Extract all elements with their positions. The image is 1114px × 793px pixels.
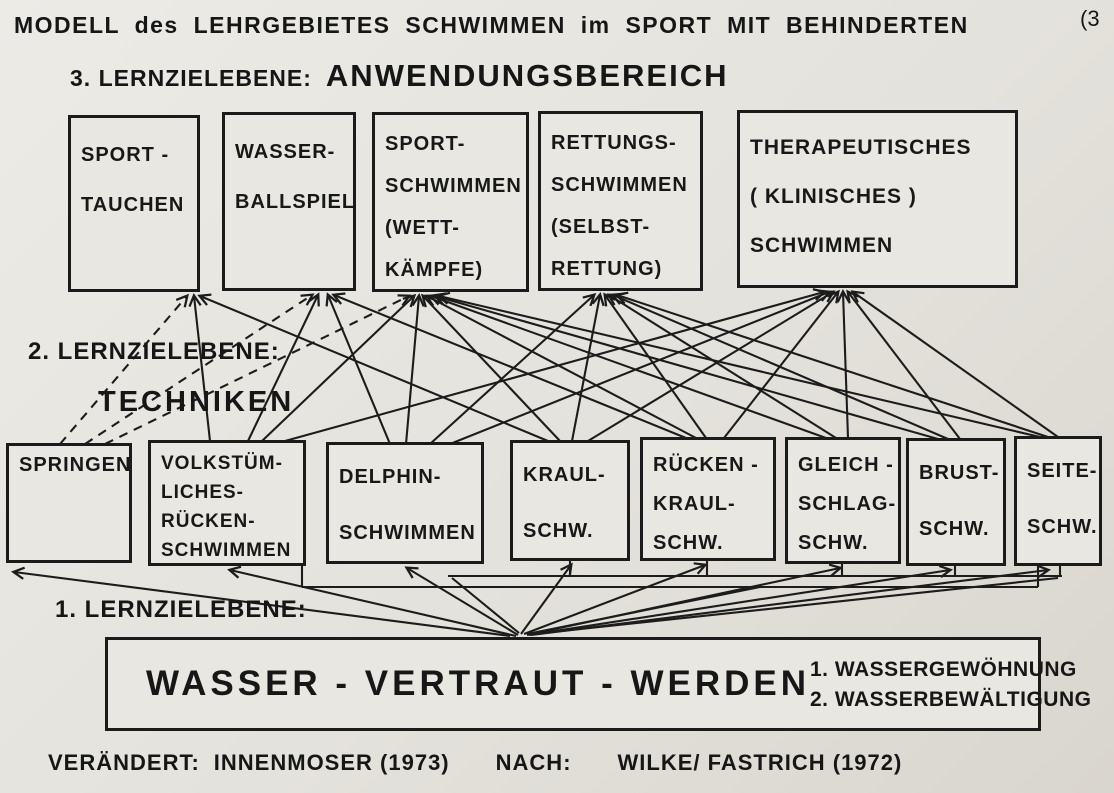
diagram-edge <box>104 294 412 445</box>
after-label: NACH: <box>495 750 572 775</box>
diagram-edge <box>420 293 561 442</box>
diagram-edge <box>603 292 707 439</box>
diagram-edge <box>587 290 836 442</box>
app-box-therapeutisches-schwimmen: THERAPEUTISCHES ( KLINISCHES ) SCHWIMMEN <box>737 110 1018 288</box>
diagram-edge <box>325 292 391 445</box>
foundation-title: WASSER - VERTRAUT - WERDEN <box>146 664 810 703</box>
diagram-edge <box>528 564 953 637</box>
diagram-edge <box>247 292 320 442</box>
foundation-item-wassergewoehnung: 1. WASSERGEWÖHNUNG <box>810 658 1077 681</box>
tech-box-ruecken-kraul-schwimmen: RÜCKEN - KRAUL- SCHW. <box>640 437 776 561</box>
app-box-rettungs-schwimmen-label: RETTUNGS- SCHWIMMEN (SELBST- RETTUNG) <box>551 132 688 280</box>
diagram-edge <box>449 289 832 445</box>
tech-box-gleich-schlag-label: GLEICH - SCHLAG- SCHW. <box>798 454 897 554</box>
level2-label: 2. LERNZIELEBENE: <box>28 338 280 365</box>
diagram-edge <box>84 293 315 445</box>
diagram-edge <box>846 289 961 440</box>
diagram-edge <box>188 292 212 442</box>
app-box-rettungs-schwimmen: RETTUNGS- SCHWIMMEN (SELBST- RETTUNG) <box>538 111 703 291</box>
diagram-edge <box>606 293 837 439</box>
tech-box-volkstuemliches-label: VOLKSTÜM- LICHES- RÜCKEN- SCHWIMMEN <box>161 453 292 561</box>
diagram-edge <box>197 293 549 442</box>
tech-box-ruecken-kraul-label: RÜCKEN - KRAUL- SCHW. <box>653 454 759 554</box>
diagram-edge <box>404 566 519 636</box>
foundation-item-wasserbewaeltigung: 2. WASSERBEWÄLTIGUNG <box>810 688 1092 711</box>
page-title: MODELL des LEHRGEBIETES SCHWIMMEN im SPO… <box>14 12 969 38</box>
diagram-edge <box>614 291 1049 438</box>
edges-group <box>10 288 1062 638</box>
tech-box-brust-label: BRUST- SCHW. <box>919 462 1000 540</box>
diagram-edge <box>723 289 840 439</box>
page-number: (3 <box>1080 6 1100 31</box>
tech-box-delphin-label: DELPHIN- SCHWIMMEN <box>339 466 476 544</box>
app-box-therapeutisches-schwimmen-label: THERAPEUTISCHES ( KLINISCHES ) SCHWIMMEN <box>750 136 972 257</box>
tech-box-seite-label: SEITE- SCHW. <box>1027 460 1098 538</box>
level3-heading: 3. LERNZIELEBENE: ANWENDUNGSBEREICH <box>70 58 729 94</box>
source-line: VERÄNDERT: INNENMOSER (1973) NACH: WILKE… <box>48 750 916 776</box>
tech-box-kraul-schwimmen: KRAUL- SCHW. <box>510 440 630 561</box>
diagram-edge <box>10 566 511 638</box>
foundation-box: WASSER - VERTRAUT - WERDEN 1. WASSERGEWÖ… <box>105 637 1091 731</box>
app-box-sport-schwimmen-label: SPORT- SCHWIMMEN (WETT- KÄMPFE) <box>385 133 522 281</box>
diagram-edge <box>59 293 189 445</box>
app-box-sport-schwimmen: SPORT- SCHWIMMEN (WETT- KÄMPFE) <box>372 112 529 292</box>
after-value: WILKE/ FASTRICH (1972) <box>617 750 903 775</box>
diagram-edge <box>284 288 827 443</box>
diagram-edge <box>436 291 1041 439</box>
tech-box-brust-schwimmen: BRUST- SCHW. <box>906 438 1006 566</box>
app-box-sport-tauchen-label: SPORT - TAUCHEN <box>81 144 185 216</box>
tech-box-springen: SPRINGEN <box>6 443 132 563</box>
level3-title: ANWENDUNGSBEREICH <box>325 58 729 93</box>
diagram-edge <box>526 585 761 636</box>
diagram-edge <box>610 292 949 440</box>
level2-title: TECHNIKEN <box>98 386 295 418</box>
changed-value: INNENMOSER (1973) <box>213 750 450 775</box>
app-box-sport-tauchen: SPORT - TAUCHEN <box>68 115 200 292</box>
diagram-edge <box>429 292 597 445</box>
tech-box-kraul-label: KRAUL- SCHW. <box>523 464 606 542</box>
tech-box-springen-label: SPRINGEN <box>19 454 132 476</box>
tech-box-volkstuemliches-ruecken-schwimmen: VOLKSTÜM- LICHES- RÜCKEN- SCHWIMMEN <box>148 440 306 566</box>
tech-box-seite-schwimmen: SEITE- SCHW. <box>1014 436 1102 566</box>
diagram-edge <box>331 292 687 439</box>
app-box-wasser-ballspiel-label: WASSER- BALLSPIEL <box>235 141 356 213</box>
diagram-edge <box>428 292 827 439</box>
diagram-edge <box>850 290 1059 438</box>
diagram-edge <box>432 292 939 441</box>
level3-label: 3. LERNZIELEBENE: <box>70 65 312 91</box>
diagram-edge <box>836 288 850 439</box>
level1-label: 1. LERNZIELEBENE: <box>55 596 307 623</box>
diagram-edge <box>261 293 417 442</box>
changed-label: VERÄNDERT: <box>48 750 200 775</box>
diagram-edge <box>404 292 425 445</box>
tech-box-delphin-schwimmen: DELPHIN- SCHWIMMEN <box>326 442 484 564</box>
tech-box-gleich-schlag-schwimmen: GLEICH - SCHLAG- SCHW. <box>785 437 901 564</box>
diagram-edge <box>227 565 517 638</box>
foundation-items: 1. WASSERGEWÖHNUNG 2. WASSERBEWÄLTIGUNG <box>810 656 1107 712</box>
app-box-wasser-ballspiel: WASSER- BALLSPIEL <box>222 112 356 291</box>
diagram-edge <box>570 292 605 442</box>
diagram-edge <box>424 294 697 439</box>
